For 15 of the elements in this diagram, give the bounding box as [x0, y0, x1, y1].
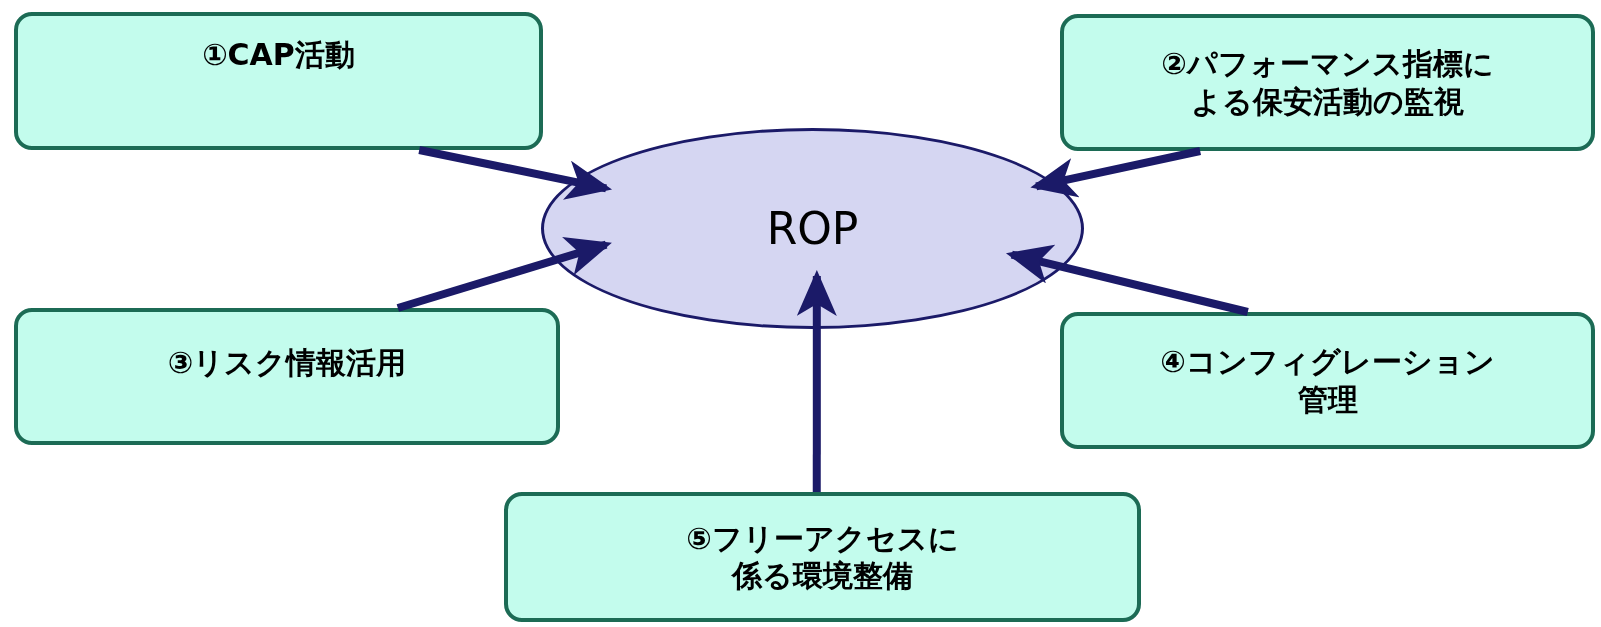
node-label: ④コンフィグレーション管理	[1159, 343, 1496, 418]
rounded-box	[14, 308, 560, 445]
node-label: ①CAP活動	[202, 36, 355, 74]
node-label: ⑤フリーアクセスに係る環境整備	[685, 519, 960, 595]
rounded-box	[14, 12, 543, 150]
arrow	[796, 269, 837, 492]
node-label: ③リスク情報活用	[167, 344, 407, 382]
arrow	[1005, 244, 1249, 316]
arrow	[1030, 147, 1201, 198]
rounded-box	[1060, 14, 1595, 151]
node-label: ②パフォーマンス指標による保安活動の監視	[1160, 45, 1495, 120]
rounded-box	[504, 492, 1141, 622]
rounded-box	[1060, 312, 1595, 449]
node-label: ROP	[766, 202, 859, 256]
arrow	[396, 237, 612, 312]
